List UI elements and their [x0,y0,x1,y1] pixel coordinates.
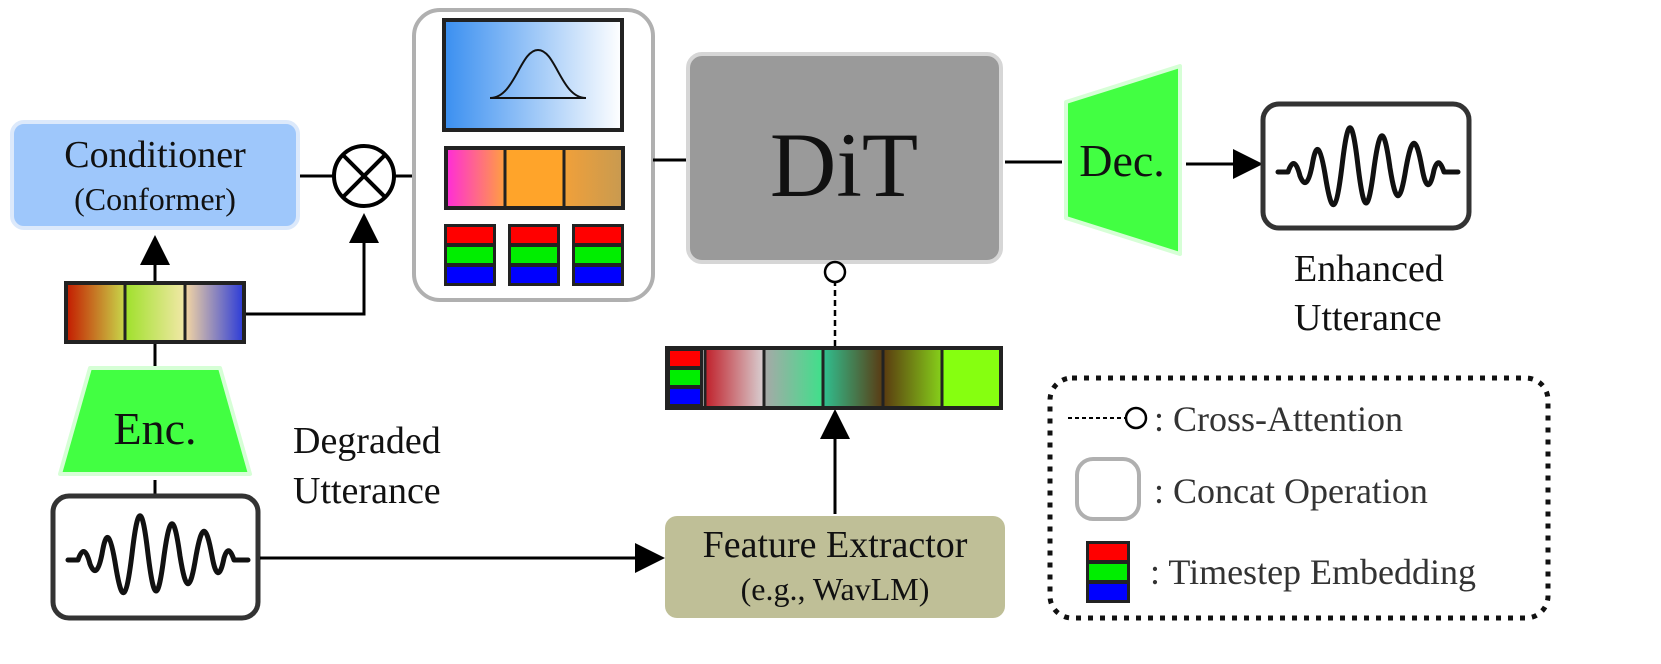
legend-cross-attention-node-icon [1124,406,1148,430]
gaussian-noise-box [442,18,624,132]
encoder-embedding-strip [64,281,246,344]
condition-cell-3 [564,148,623,208]
legend-concat-label: : Concat Operation [1154,471,1428,511]
feature-extractor-block: Feature Extractor (e.g., WavLM) [665,516,1005,618]
ssl-feature-cell-4 [883,348,942,408]
encoder-embedding-cell-3 [185,283,244,342]
timestep-embedding-icon [667,348,703,408]
strip-to-multiply-arrow [246,213,379,316]
timestep-embedding-icon [508,224,560,286]
dit-label: DiT [770,114,918,216]
degraded-waveform-box [50,493,261,621]
ssl-feature-cell-1 [705,348,764,408]
condition-cell-2 [505,148,564,208]
concat-container [412,8,655,302]
feature-extractor-title: Feature Extractor [703,524,968,566]
timestep-embedding-icon [444,224,496,286]
multiply-operator-icon [332,144,396,208]
condition-cell-1 [446,148,505,208]
legend-timestep-icon [1086,541,1130,603]
decoder-block: Dec. [1064,64,1182,256]
enhanced-label-line1: Enhanced [1294,248,1444,290]
ssl-feature-strip [665,346,1003,410]
degraded-label-line1: Degraded [293,420,441,462]
conditioner-title: Conditioner [64,134,246,176]
conditioner-block: Conditioner (Conformer) [10,120,300,230]
ssl-feature-cell-3 [823,348,883,408]
legend-timestep-label: : Timestep Embedding [1150,552,1476,592]
legend-concat-icon [1075,457,1141,521]
legend-cross-attention-label: : Cross-Attention [1154,399,1403,439]
timestep-embedding-icon [572,224,624,286]
legend-box: : Cross-Attention : Concat Operation : T… [1047,375,1551,621]
encoder-embedding-cell-1 [66,283,125,342]
feature-extractor-subtitle: (e.g., WavLM) [741,571,930,607]
cross-attention-node-icon [823,260,847,284]
encoder-block: Enc. [58,366,252,476]
degraded-label-line2: Utterance [293,470,441,512]
dit-block: DiT [686,52,1003,264]
ssl-feature-cell-2 [764,348,823,408]
enhanced-waveform-icon [1275,125,1461,207]
ssl-feature-cell-5 [942,348,1001,408]
encoder-label: Enc. [113,403,196,454]
enhanced-waveform-box [1260,101,1472,231]
encoder-embedding-cell-2 [125,283,185,342]
enhanced-label-line2: Utterance [1294,297,1442,339]
decoder-label: Dec. [1079,135,1165,186]
gaussian-curve-icon [489,48,587,99]
condition-feature-strip [444,146,625,210]
conditioner-subtitle: (Conformer) [74,181,236,217]
degraded-waveform-icon [65,513,251,595]
